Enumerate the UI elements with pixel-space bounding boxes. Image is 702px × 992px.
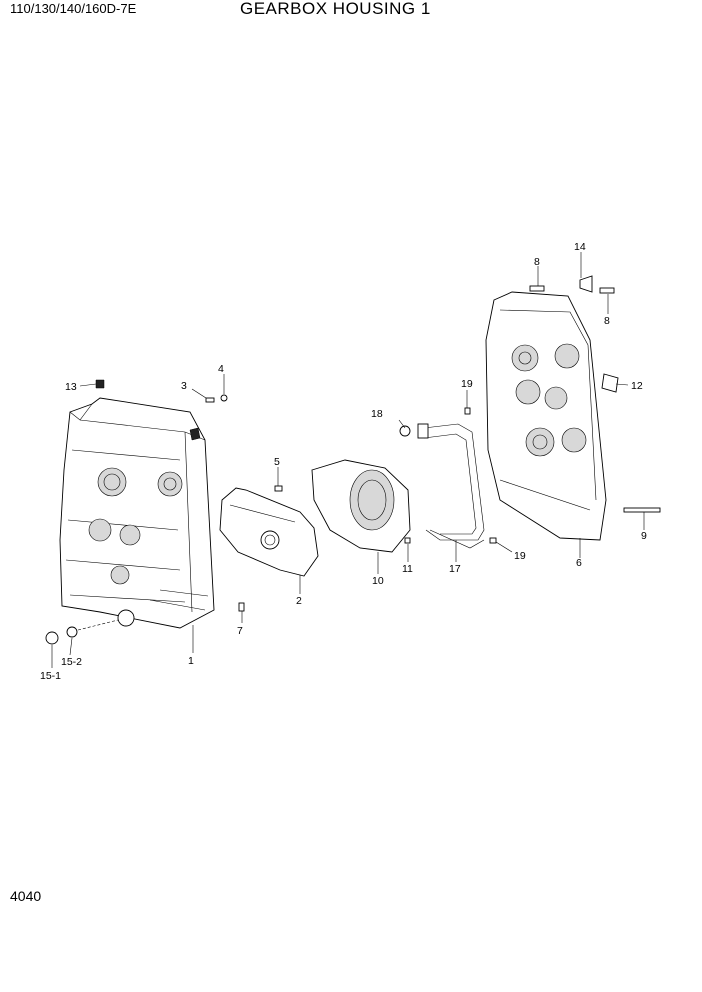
leader-lines bbox=[51, 252, 645, 668]
callout-14: 14 bbox=[574, 241, 586, 253]
page-number: 4040 bbox=[10, 888, 42, 904]
callout-12: 12 bbox=[631, 380, 643, 392]
callout-7: 7 bbox=[237, 625, 243, 637]
callout-2: 2 bbox=[296, 595, 302, 607]
pipe-part bbox=[417, 423, 485, 549]
rear-housing-part bbox=[485, 291, 607, 541]
small-fasteners bbox=[45, 275, 661, 645]
callout-5: 5 bbox=[274, 456, 280, 468]
callout-10: 10 bbox=[372, 575, 384, 587]
callout-11: 11 bbox=[402, 563, 413, 575]
model-number: 110/130/140/160D-7E bbox=[10, 1, 137, 16]
gearbox-housing-part bbox=[59, 397, 215, 629]
cover-plate-part bbox=[219, 487, 319, 577]
callout-18: 18 bbox=[371, 408, 383, 420]
callout-9: 9 bbox=[641, 530, 647, 542]
page-title: GEARBOX HOUSING 1 bbox=[240, 0, 431, 18]
callout-3: 3 bbox=[181, 380, 187, 392]
callout-15-2: 15-2 bbox=[61, 656, 82, 668]
shroud-part bbox=[311, 459, 411, 553]
callout-13: 13 bbox=[65, 381, 77, 393]
callout-4: 4 bbox=[218, 363, 224, 375]
callout-19-top: 19 bbox=[461, 378, 473, 390]
callout-1: 1 bbox=[188, 655, 194, 667]
callout-6: 6 bbox=[576, 557, 582, 569]
callout-8-right: 8 bbox=[604, 315, 610, 327]
callout-15-1: 15-1 bbox=[40, 670, 61, 682]
callout-19-bottom: 19 bbox=[514, 550, 526, 562]
callout-8-top: 8 bbox=[534, 256, 540, 268]
callout-17: 17 bbox=[449, 563, 461, 575]
